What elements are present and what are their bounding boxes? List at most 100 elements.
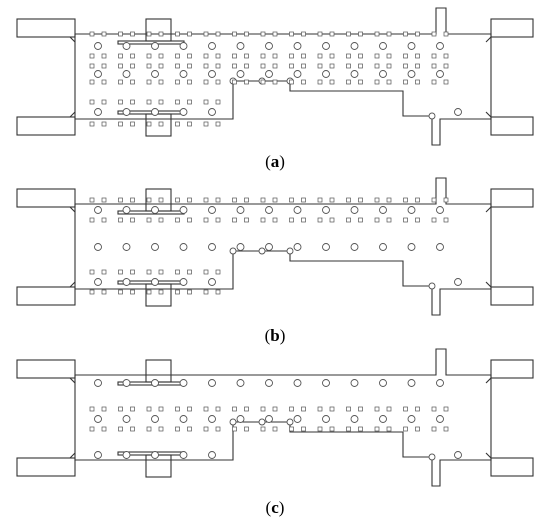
sensor <box>346 53 351 59</box>
sensor <box>203 269 209 275</box>
sensor <box>431 197 437 203</box>
sensor <box>358 406 363 412</box>
hole <box>265 70 273 78</box>
sensor <box>272 31 278 37</box>
building-outline <box>74 7 492 146</box>
sensor <box>187 99 192 105</box>
hole <box>94 243 102 251</box>
hole <box>407 206 416 214</box>
sensor <box>244 406 249 412</box>
sensor <box>317 406 323 412</box>
sensor <box>158 99 164 105</box>
sensor <box>329 406 335 412</box>
sensor <box>203 289 209 295</box>
right-top-wing <box>490 188 534 208</box>
sensor <box>358 79 363 85</box>
sensor <box>89 269 95 275</box>
panel-b-caption: (b) <box>264 326 286 345</box>
sensor <box>101 31 107 37</box>
sensor <box>130 217 135 223</box>
sensor <box>101 79 107 85</box>
hole <box>236 42 245 50</box>
stair-box <box>145 18 172 42</box>
hole <box>350 42 359 50</box>
hole <box>179 70 188 78</box>
sensor <box>158 63 164 69</box>
notch <box>428 282 436 290</box>
sensor <box>415 63 420 69</box>
hole <box>454 278 462 286</box>
sensor <box>130 269 135 275</box>
sensor <box>403 79 408 85</box>
sensor <box>146 269 152 275</box>
sensor <box>146 121 152 127</box>
panel-c-drawing <box>16 348 534 487</box>
hole <box>179 415 188 423</box>
sensor <box>272 406 278 412</box>
wing-joint <box>69 452 76 459</box>
sensor <box>374 197 380 203</box>
sensor <box>301 217 306 223</box>
hole <box>322 42 330 50</box>
sensor <box>146 289 152 295</box>
hole <box>454 451 462 459</box>
sensor <box>215 53 221 59</box>
sensor <box>329 53 335 59</box>
sensor <box>272 63 278 69</box>
hole <box>208 243 216 251</box>
sensor <box>443 426 449 432</box>
sensor <box>175 289 180 295</box>
hole <box>151 243 159 251</box>
sensor <box>232 217 237 223</box>
sensor <box>158 289 164 295</box>
notch <box>286 247 294 255</box>
sensor <box>244 217 249 223</box>
sensor <box>215 217 221 223</box>
hole <box>208 451 216 459</box>
sensor <box>187 63 192 69</box>
sensor <box>101 99 107 105</box>
sensor <box>358 217 363 223</box>
sensor <box>431 31 437 37</box>
hole <box>94 108 102 116</box>
sensor <box>301 53 306 59</box>
sensor <box>260 217 266 223</box>
hole <box>436 243 444 251</box>
sensor <box>431 406 437 412</box>
sensor <box>101 197 107 203</box>
sensor <box>215 406 221 412</box>
sensor <box>329 217 335 223</box>
sensor <box>374 426 380 432</box>
sensor <box>244 79 249 85</box>
sensor <box>415 406 420 412</box>
hole <box>265 243 273 251</box>
sensor <box>301 31 306 37</box>
sensor <box>101 63 107 69</box>
sensor <box>301 426 306 432</box>
sensor <box>403 426 408 432</box>
sensor <box>130 406 135 412</box>
hole <box>293 243 302 251</box>
hole <box>407 70 416 78</box>
sensor <box>203 406 209 412</box>
sensor <box>203 53 209 59</box>
sensor <box>415 217 420 223</box>
sensor <box>374 31 380 37</box>
hole <box>350 415 359 423</box>
sensor <box>386 63 392 69</box>
sensor <box>158 31 164 37</box>
panel-a-caption: (a) <box>265 152 285 171</box>
sensor <box>272 197 278 203</box>
sensor <box>289 53 294 59</box>
sensor <box>346 79 351 85</box>
sensor <box>118 53 123 59</box>
sensor <box>260 406 266 412</box>
hole <box>322 70 330 78</box>
hole <box>293 70 302 78</box>
sensor <box>415 53 420 59</box>
hole <box>436 206 444 214</box>
sensor <box>232 63 237 69</box>
sensor <box>130 426 135 432</box>
hole <box>179 108 188 116</box>
hole <box>236 415 245 423</box>
